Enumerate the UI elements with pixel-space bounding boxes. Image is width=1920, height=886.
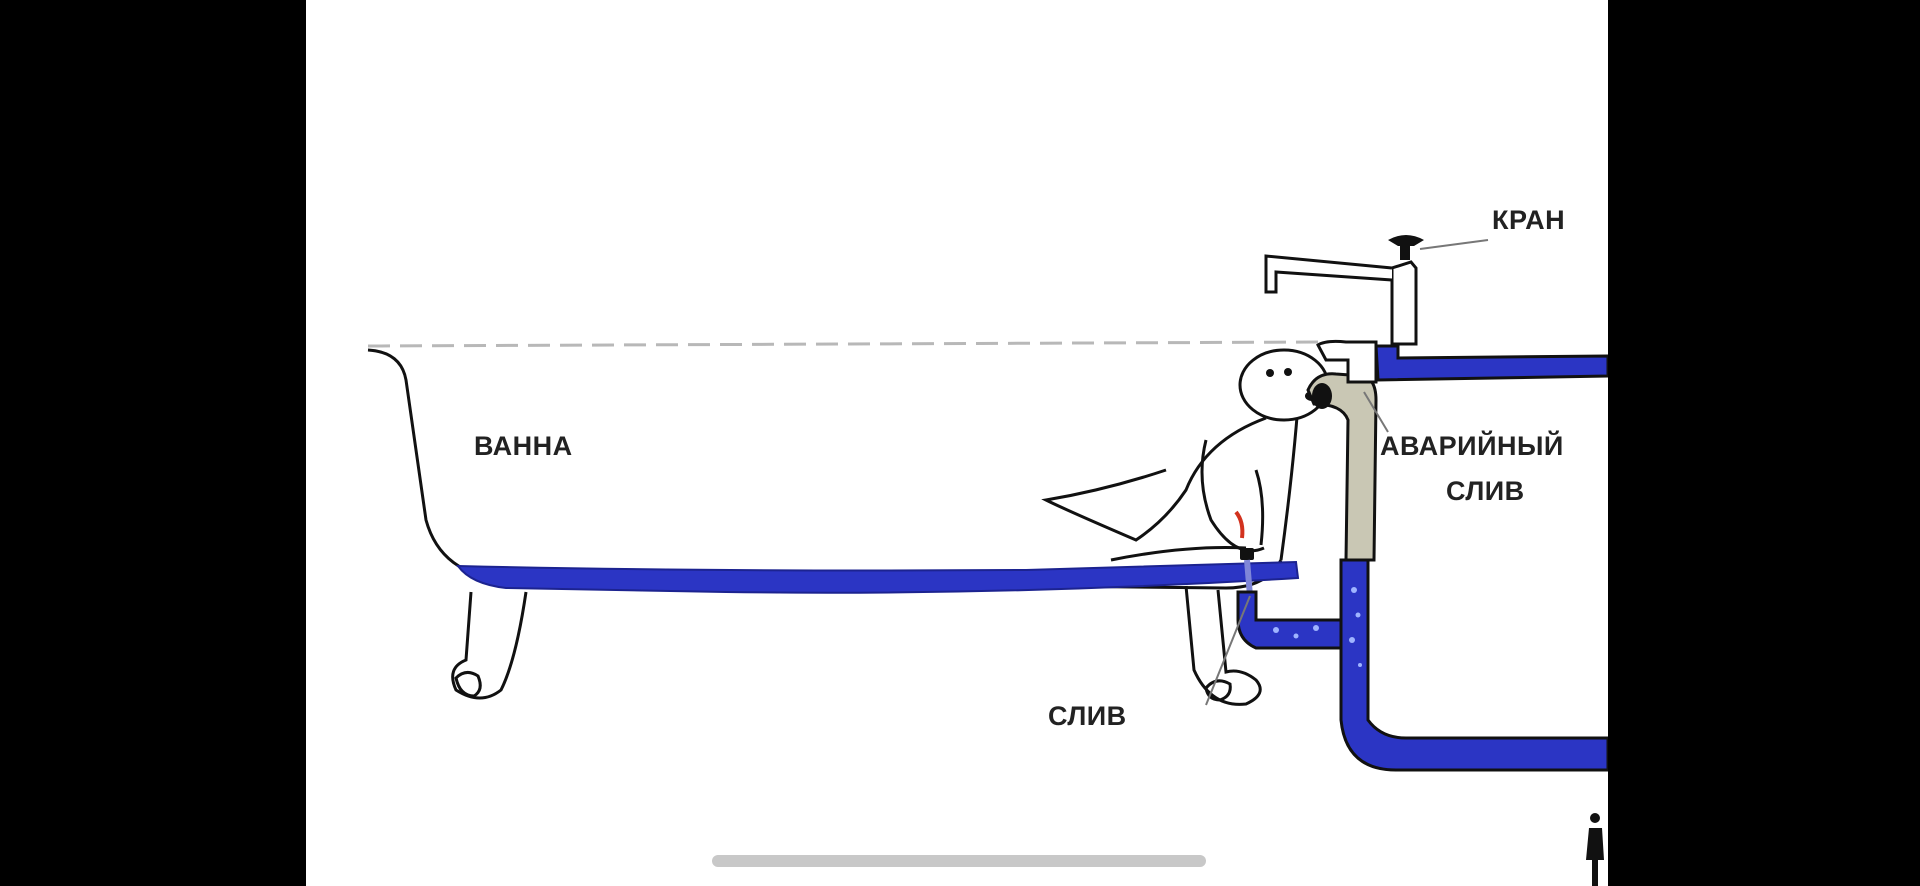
drain-label: СЛИВ (1048, 701, 1127, 731)
emergency-drain-label-line1: АВАРИЙНЫЙ (1380, 430, 1564, 461)
overflow-pipe-riser (1316, 339, 1378, 384)
emergency-overflow-pipe (1306, 372, 1378, 562)
faucet-icon (1264, 235, 1424, 346)
seal-icon (1312, 383, 1332, 409)
faucet-leader-line (1419, 239, 1489, 250)
bathtub-body (367, 348, 1283, 590)
faucet-label: КРАН (1492, 205, 1565, 235)
bathtub-water (456, 560, 1300, 594)
image-panel: ВАННА КРАН АВАРИЙНЫЙ СЛИВ СЛИВ (306, 0, 1608, 886)
drain-leader-line (1205, 595, 1251, 706)
stack-bubbles (1349, 587, 1362, 667)
bathtub-label: ВАННА (474, 431, 573, 461)
small-figure-icon (1586, 813, 1604, 886)
plug-icon (1234, 510, 1254, 597)
claw-foot-icon (451, 591, 528, 700)
main-drain-stack (1339, 558, 1608, 772)
emergency-drain-label-line2: СЛИВ (1446, 476, 1525, 506)
home-indicator[interactable] (712, 855, 1206, 867)
supply-pipe (1374, 344, 1608, 382)
overflow-level-line (367, 340, 1327, 348)
emergency-leader-line (1363, 391, 1389, 433)
bathtub-diagram: ВАННА КРАН АВАРИЙНЫЙ СЛИВ СЛИВ (367, 205, 1608, 886)
